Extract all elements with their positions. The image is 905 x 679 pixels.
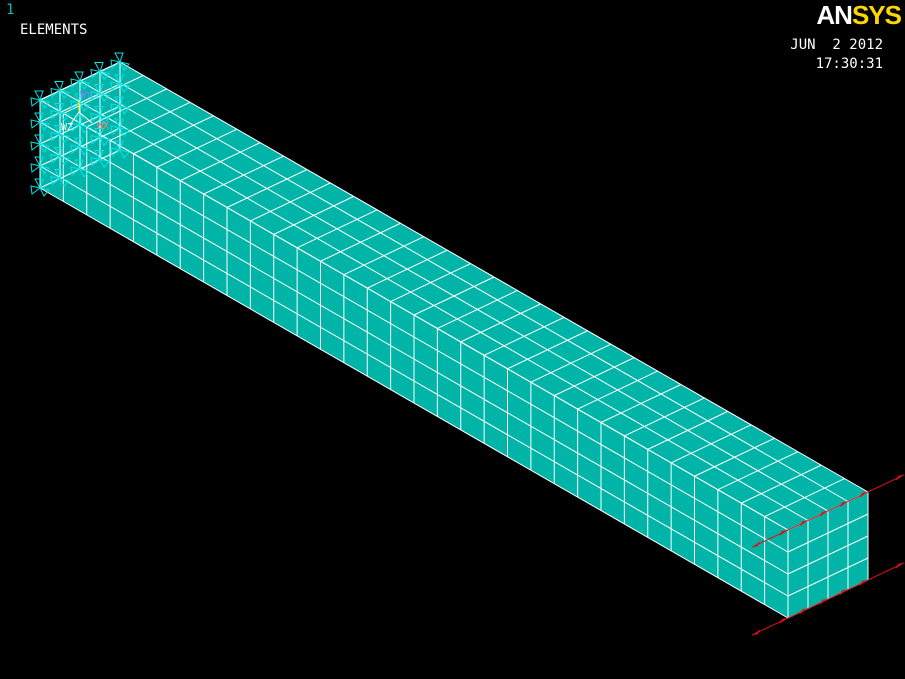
- plot-time: 17:30:31: [815, 56, 883, 72]
- constraint-symbol: [50, 169, 70, 188]
- constraint-symbol: [70, 115, 90, 134]
- constraint-symbol: [110, 96, 130, 115]
- constraint-symbol: [90, 128, 110, 147]
- mesh-line: [59, 90, 809, 521]
- mesh-line: [787, 557, 869, 597]
- mesh-line: [39, 99, 789, 531]
- constraint-symbol: [50, 125, 70, 144]
- mesh-line: [99, 71, 849, 502]
- applied-force-arrows: [751, 474, 905, 636]
- constraint-symbol: [30, 112, 50, 131]
- triad-y-label: WY: [80, 90, 92, 101]
- constraint-symbol: [110, 118, 130, 137]
- mesh-line: [39, 143, 789, 575]
- mesh-line: [787, 513, 869, 553]
- beam-faces: [40, 62, 868, 618]
- force-arrow: [751, 541, 761, 548]
- logo-sys: SYS: [851, 0, 902, 30]
- constraint-symbol: [90, 106, 110, 125]
- plot-label: ELEMENTS: [20, 22, 88, 38]
- constraint-symbol: [90, 62, 110, 81]
- force-arrow: [895, 562, 905, 569]
- force-arrow: [819, 511, 828, 517]
- constraint-symbol: [30, 90, 50, 109]
- plot-date: JUN 2 2012: [790, 37, 883, 53]
- constraint-symbol: [30, 178, 50, 197]
- triad-x-label: WX: [97, 121, 109, 132]
- mesh-line: [119, 61, 869, 493]
- force-arrow: [895, 474, 905, 481]
- constraint-symbol: [70, 71, 90, 90]
- constraint-symbol: [70, 159, 90, 178]
- constraint-symbol: [110, 52, 130, 71]
- constraint-symbol: [110, 74, 130, 93]
- force-arrow: [819, 599, 828, 605]
- force-arrow: [751, 629, 761, 636]
- force-arrow: [839, 501, 848, 508]
- constraint-symbol: [50, 103, 70, 122]
- force-arrow: [799, 608, 808, 615]
- triad-z-label: WZ: [61, 122, 73, 133]
- force-arrow: [859, 492, 868, 498]
- constraint-symbol: [30, 156, 50, 175]
- force-arrow: [799, 520, 808, 527]
- mesh-line: [39, 165, 789, 597]
- mesh-line: [39, 187, 789, 619]
- logo-an: AN: [816, 0, 853, 30]
- constraint-symbol: [50, 81, 70, 100]
- constraint-symbol: [70, 137, 90, 156]
- constraint-symbol: [30, 134, 50, 153]
- window-number: 1: [6, 2, 15, 18]
- mesh-lines: [39, 61, 869, 619]
- mesh-line: [39, 121, 789, 553]
- constraint-symbol: [110, 140, 130, 159]
- force-arrow: [859, 580, 868, 586]
- constraint-symbol: [70, 93, 90, 112]
- mesh-line: [787, 535, 869, 575]
- constraint-symbol: [90, 150, 110, 169]
- working-plane-triad: WY WX WZ: [61, 90, 109, 133]
- force-arrow: [779, 618, 788, 624]
- mesh-line: [79, 80, 829, 512]
- force-arrow: [779, 530, 788, 536]
- constraint-symbol: [50, 147, 70, 166]
- constraint-symbol: [90, 84, 110, 103]
- fixed-support-symbols: [30, 52, 130, 197]
- force-arrow: [839, 589, 848, 596]
- ansys-logo: ANSYS: [816, 0, 902, 30]
